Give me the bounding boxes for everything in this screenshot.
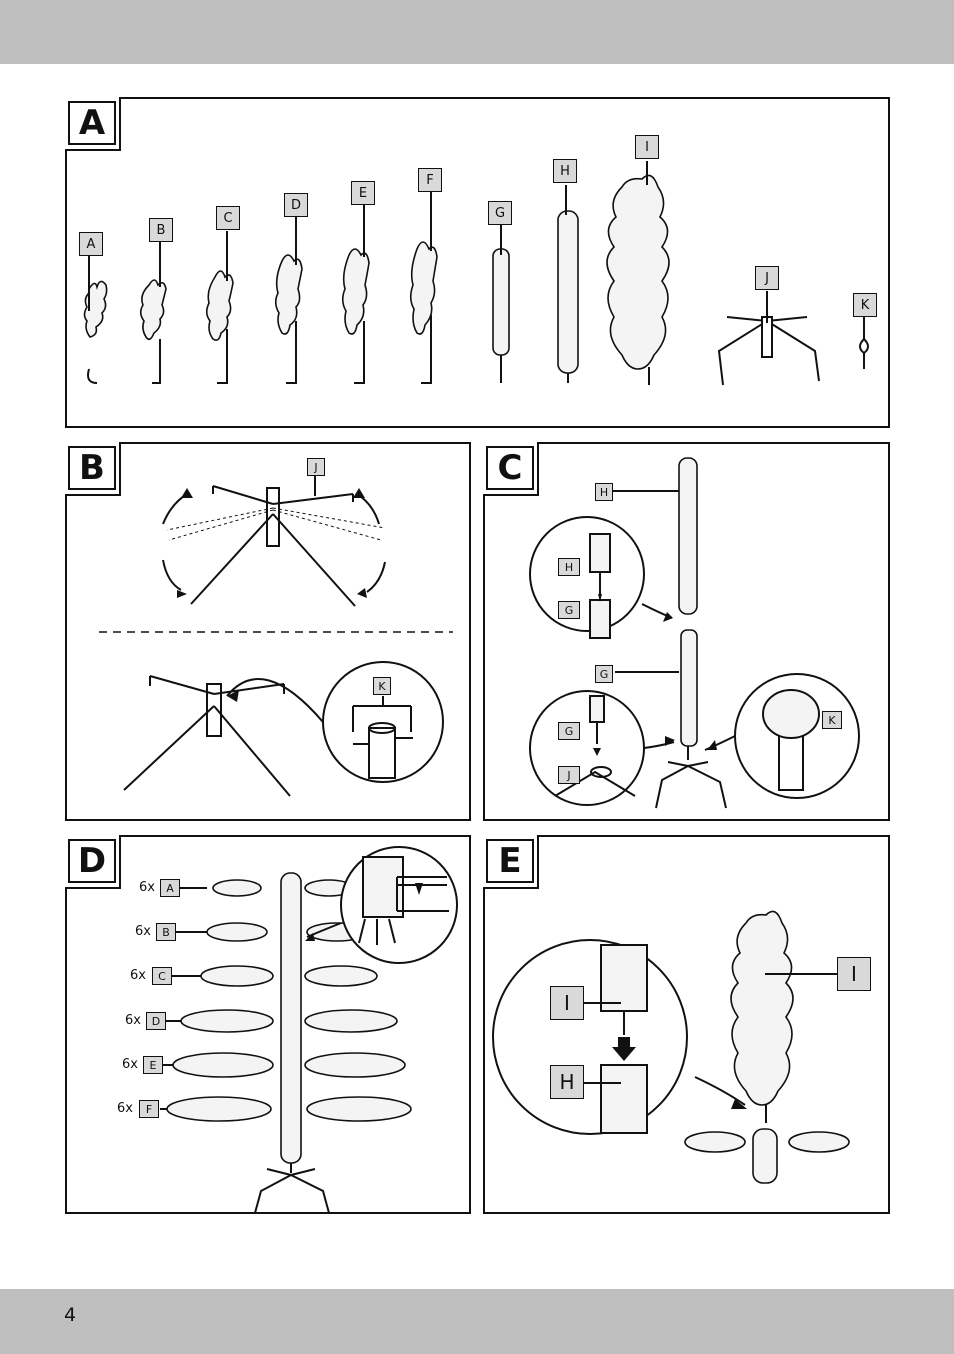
label-h-zoom: H bbox=[558, 558, 580, 576]
label-i-main: I bbox=[837, 957, 871, 991]
panel-c-tag: C bbox=[483, 442, 539, 496]
part-label-e: E bbox=[351, 181, 375, 205]
label-g-zoom: G bbox=[558, 601, 580, 619]
panel-b: B J K bbox=[65, 442, 471, 821]
part-label-h: H bbox=[553, 159, 577, 183]
panel-e: E I I H bbox=[483, 835, 890, 1214]
label-i-zoom: I bbox=[550, 986, 584, 1020]
panel-c: C H H G G G J K bbox=[483, 442, 890, 821]
label-g-main: G bbox=[595, 665, 613, 683]
part-label-g: G bbox=[488, 201, 512, 225]
row-label-f: F bbox=[139, 1100, 159, 1118]
part-label-b: B bbox=[149, 218, 173, 242]
part-label-a: A bbox=[79, 232, 103, 256]
panel-a-drawing bbox=[83, 161, 869, 386]
label-h-zoom: H bbox=[550, 1065, 584, 1099]
row-label-e: E bbox=[143, 1056, 163, 1074]
label-k: K bbox=[373, 677, 391, 695]
part-label-c: C bbox=[216, 206, 240, 230]
row-label-a: A bbox=[160, 879, 180, 897]
qty-f: 6x bbox=[117, 1101, 133, 1116]
footer-bar bbox=[0, 1289, 954, 1354]
part-label-i: I bbox=[635, 135, 659, 159]
row-label-c: C bbox=[152, 967, 172, 985]
label-h-main: H bbox=[595, 483, 613, 501]
label-j-zoom: J bbox=[558, 766, 580, 784]
panel-b-tag: B bbox=[65, 442, 121, 496]
page-number: 4 bbox=[64, 1304, 77, 1326]
part-label-d: D bbox=[284, 193, 308, 217]
header-bar bbox=[0, 0, 954, 64]
label-g-zoom2: G bbox=[558, 722, 580, 740]
part-label-j: J bbox=[755, 266, 779, 290]
row-label-b: B bbox=[156, 923, 176, 941]
qty-a: 6x bbox=[139, 880, 155, 895]
panel-d: D 6x A 6x B 6x C 6x D 6x E 6x F bbox=[65, 835, 471, 1214]
label-j: J bbox=[307, 458, 325, 476]
panel-a-tag: A bbox=[65, 97, 121, 151]
label-k-zoom: K bbox=[822, 711, 842, 729]
panel-d-tag: D bbox=[65, 835, 121, 889]
panel-e-tag: E bbox=[483, 835, 539, 889]
part-label-k: K bbox=[853, 293, 877, 317]
panel-e-drawing bbox=[492, 910, 850, 1184]
qty-d: 6x bbox=[125, 1013, 141, 1028]
panel-c-drawing bbox=[529, 457, 860, 809]
qty-c: 6x bbox=[130, 968, 146, 983]
panel-d-drawing bbox=[160, 846, 458, 1214]
qty-b: 6x bbox=[135, 924, 151, 939]
row-label-d: D bbox=[146, 1012, 166, 1030]
qty-e: 6x bbox=[122, 1057, 138, 1072]
panel-a: A A B C D E F G H I J K bbox=[65, 97, 890, 428]
part-label-f: F bbox=[418, 168, 442, 192]
panel-b-drawing bbox=[99, 476, 453, 797]
